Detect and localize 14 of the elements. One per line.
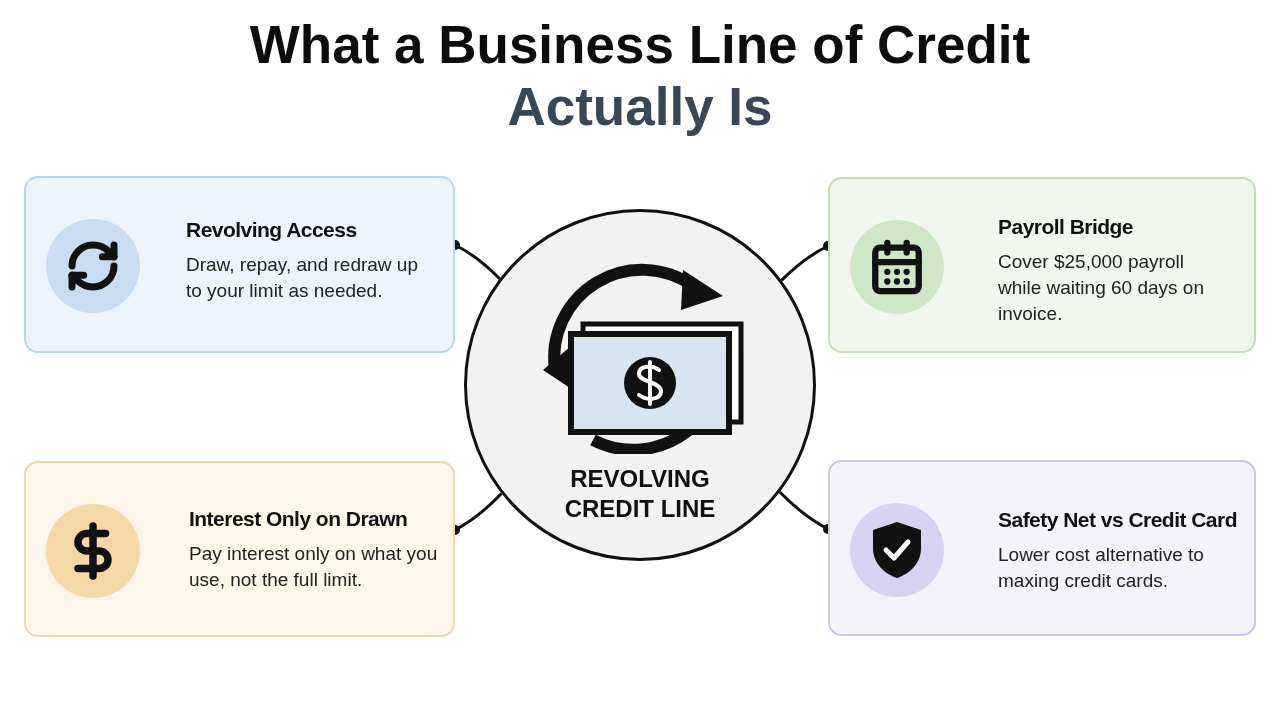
card-heading: Interest Only on Drawn — [189, 506, 409, 532]
info-card — [24, 176, 455, 353]
card-heading: Payroll Bridge — [998, 214, 1135, 240]
node-label: REVOLVING CREDIT LINE — [563, 464, 717, 524]
card-heading: Safety Net vs Credit Card — [998, 507, 1238, 533]
card-description: Draw, repay, and redraw up to your limit as needed. — [186, 253, 419, 303]
info-card — [24, 461, 455, 637]
title: What a Business Line of Credit Actually Is — [248, 14, 1032, 138]
card-description: Lower cost alternative to maxing credit cards. — [998, 543, 1205, 593]
card-description: Pay interest only on what you use, not the full limit. — [189, 542, 439, 592]
card-description: Cover $25,000 payroll while waiting 60 days on invoice. — [998, 250, 1205, 326]
info-card — [828, 460, 1256, 636]
info-card — [828, 177, 1256, 353]
card-heading: Revolving Access — [186, 217, 358, 243]
